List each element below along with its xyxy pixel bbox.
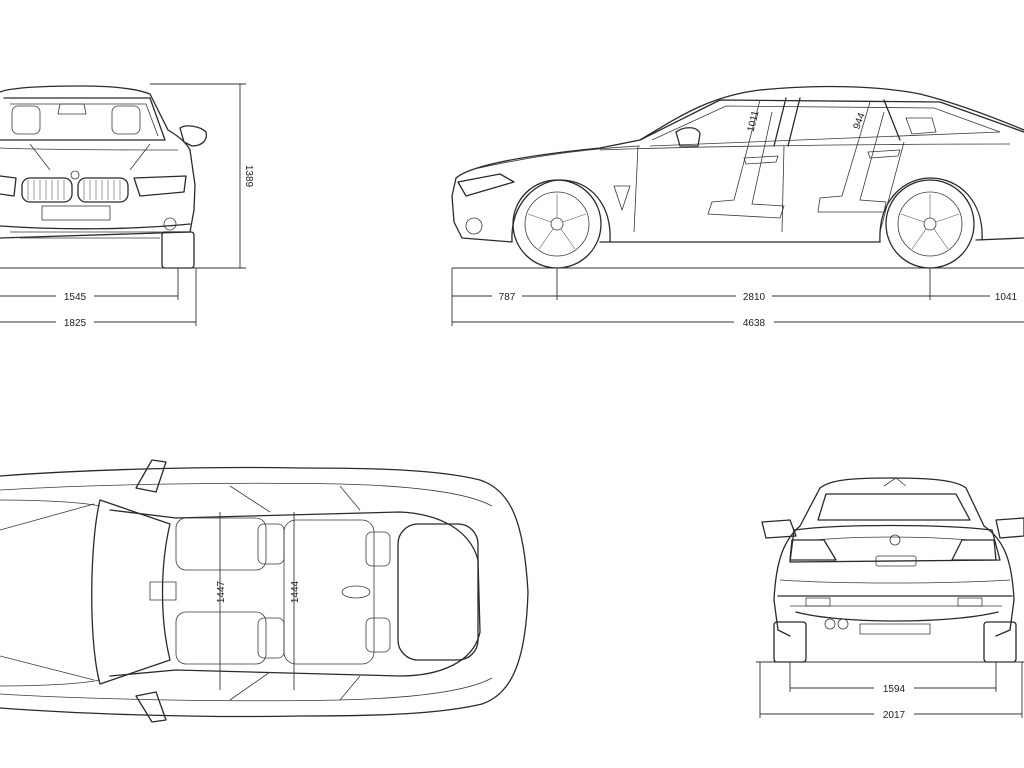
wheelbase-label: 2810: [743, 292, 766, 303]
rear-headroom-label: 944: [852, 111, 868, 131]
rear-overhang-label: 1041: [995, 292, 1018, 303]
rear-shoulder-width-label: 1444: [290, 580, 301, 603]
overall-length-label: 4638: [743, 318, 766, 329]
width-with-mirrors-label: 2017: [883, 710, 906, 721]
rear-view: 1594 2017: [756, 477, 1024, 721]
top-view: 1447 1444: [0, 459, 529, 723]
front-overhang-label: 787: [499, 292, 516, 303]
overall-height-label: 1389: [243, 165, 254, 188]
front-shoulder-width-label: 1447: [216, 580, 227, 603]
overall-width-label: 1825: [64, 318, 87, 329]
track-width-label: 1545: [64, 292, 87, 303]
front-view: 1389 1545 1825: [0, 83, 254, 329]
side-view: 1011 944 787 2810 1041 4638: [451, 85, 1024, 329]
rear-track-width-label: 1594: [883, 684, 906, 695]
front-headroom-label: 1011: [746, 109, 762, 133]
